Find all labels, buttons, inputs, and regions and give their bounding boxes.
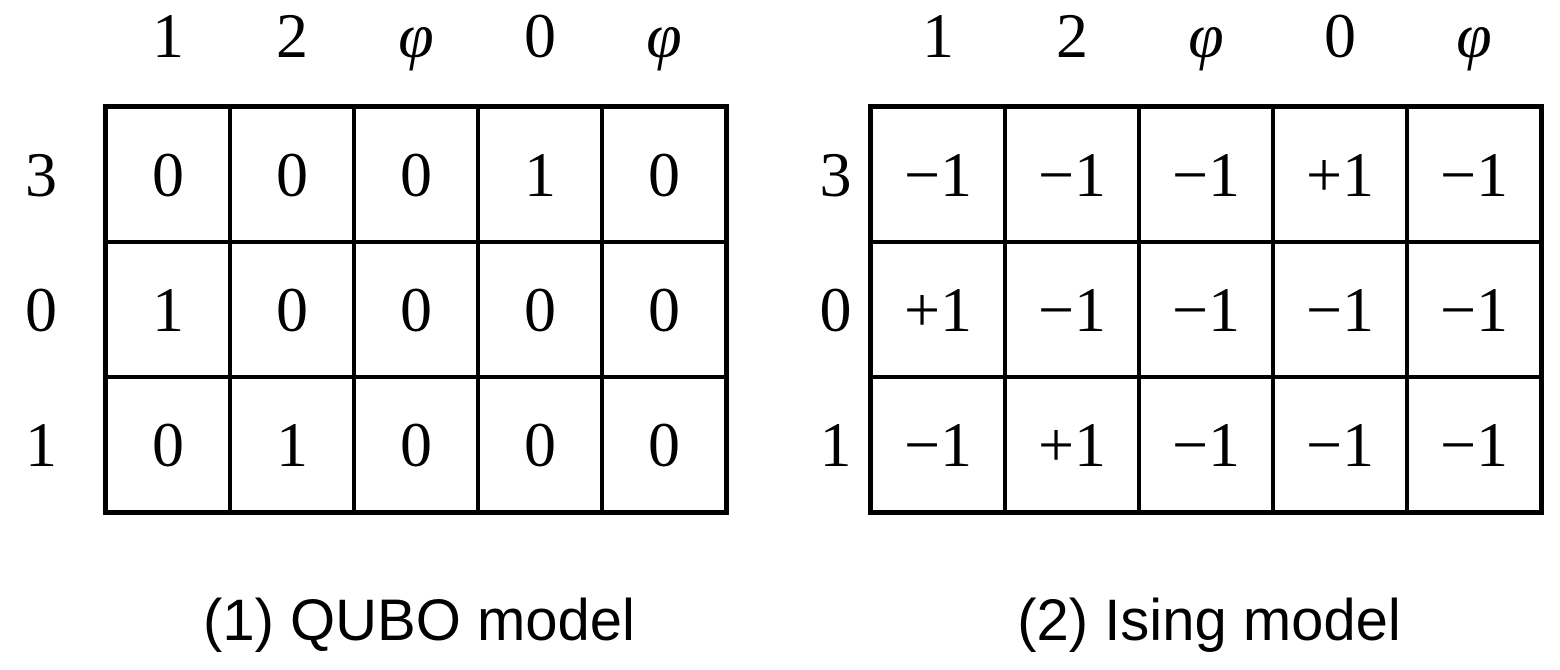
ising-column-headers: 1 2 φ 0 φ	[803, 0, 1547, 104]
qubo-caption-row: (1) QUBO model	[106, 589, 732, 653]
model-comparison-figure: 1 2 φ 0 φ 3 0 1 0 0 0 1 0 1 0 0 0 0	[15, 0, 1547, 653]
ising-col-header-4: φ	[1456, 0, 1492, 71]
ising-matrix-body: 3 0 1 −1 −1 −1 +1 −1 +1 −1 −1 −1 −1 −1 +…	[803, 104, 1547, 515]
matrix-cell: −1	[1273, 242, 1407, 377]
qubo-matrix-body: 3 0 1 0 0 0 1 0 1 0 0 0 0 0 1 0 0 0	[15, 104, 732, 515]
qubo-panel: 1 2 φ 0 φ 3 0 1 0 0 0 1 0 1 0 0 0 0	[15, 0, 732, 653]
matrix-cell: 0	[478, 377, 602, 512]
matrix-cell: 0	[106, 107, 230, 242]
ising-matrix: −1 −1 −1 +1 −1 +1 −1 −1 −1 −1 −1 +1 −1 −…	[868, 104, 1544, 515]
qubo-column-headers: 1 2 φ 0 φ	[15, 0, 732, 104]
qubo-col-header-1: 2	[276, 0, 308, 71]
qubo-row-header-2: 1	[25, 408, 57, 480]
qubo-row-header-1: 0	[25, 273, 57, 345]
matrix-cell: 0	[478, 242, 602, 377]
matrix-cell: +1	[1273, 107, 1407, 242]
matrix-cell: 1	[106, 242, 230, 377]
matrix-cell: −1	[1273, 377, 1407, 512]
qubo-row-headers: 3 0 1	[15, 104, 103, 515]
ising-row-header-1: 0	[819, 273, 852, 345]
ising-panel: 1 2 φ 0 φ 3 0 1 −1 −1 −1 +1 −1 +1 −1 −1 …	[803, 0, 1547, 653]
matrix-cell: −1	[1005, 107, 1139, 242]
ising-col-header-1: 2	[1056, 0, 1088, 71]
matrix-cell: 0	[106, 377, 230, 512]
matrix-cell: +1	[871, 242, 1005, 377]
qubo-caption: (1) QUBO model	[203, 588, 635, 653]
ising-col-header-3: 0	[1324, 0, 1356, 71]
qubo-row-header-0: 3	[25, 138, 57, 210]
matrix-cell: 0	[602, 242, 726, 377]
matrix-cell: 0	[354, 107, 478, 242]
matrix-cell: 0	[354, 242, 478, 377]
qubo-col-header-2: φ	[398, 0, 434, 71]
ising-col-header-2: φ	[1188, 0, 1224, 71]
matrix-cell: 0	[354, 377, 478, 512]
matrix-cell: −1	[1139, 107, 1273, 242]
matrix-cell: 1	[478, 107, 602, 242]
qubo-col-header-0: 1	[152, 0, 184, 71]
matrix-cell: −1	[1407, 107, 1541, 242]
matrix-cell: −1	[871, 107, 1005, 242]
matrix-cell: 0	[602, 377, 726, 512]
matrix-cell: +1	[1005, 377, 1139, 512]
matrix-cell: 1	[230, 377, 354, 512]
matrix-cell: 0	[602, 107, 726, 242]
matrix-cell: 0	[230, 242, 354, 377]
ising-caption-row: (2) Ising model	[871, 589, 1547, 653]
qubo-col-header-4: φ	[646, 0, 682, 71]
qubo-col-header-3: 0	[524, 0, 556, 71]
matrix-cell: −1	[1407, 377, 1541, 512]
ising-row-header-0: 3	[819, 138, 852, 210]
matrix-cell: −1	[1139, 377, 1273, 512]
ising-row-header-2: 1	[819, 408, 852, 480]
matrix-cell: −1	[1407, 242, 1541, 377]
ising-caption: (2) Ising model	[1017, 588, 1401, 653]
matrix-cell: −1	[1139, 242, 1273, 377]
matrix-cell: −1	[1005, 242, 1139, 377]
ising-col-header-0: 1	[922, 0, 954, 71]
matrix-cell: 0	[230, 107, 354, 242]
matrix-cell: −1	[871, 377, 1005, 512]
qubo-matrix: 0 0 0 1 0 1 0 0 0 0 0 1 0 0 0	[103, 104, 729, 515]
ising-row-headers: 3 0 1	[803, 104, 868, 515]
